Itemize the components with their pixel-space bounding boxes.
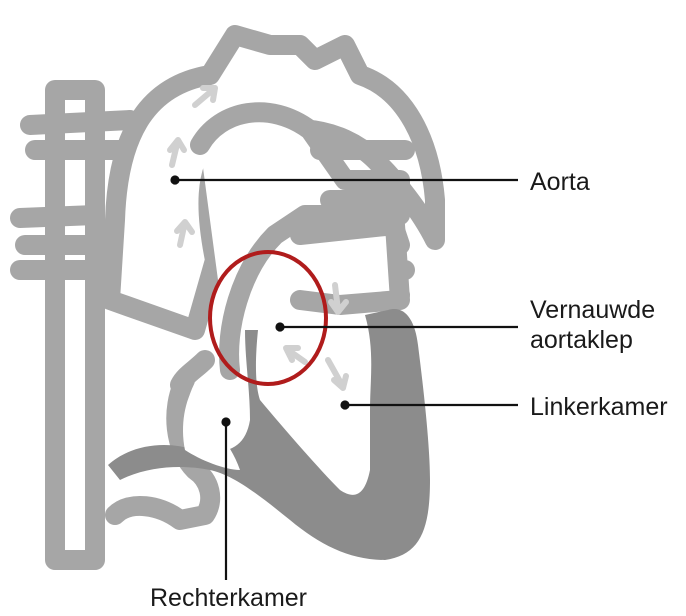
aorta-pointer-dot: [172, 177, 179, 184]
ventricle-muscle: [108, 309, 430, 560]
right-ventricle-pointer-dot: [223, 419, 230, 426]
valve-pointer-dot: [277, 324, 284, 331]
aorta-label: Aorta: [530, 168, 590, 196]
flow-arrow: [286, 348, 305, 362]
right-ventricle-label: Rechterkamer: [150, 584, 307, 612]
left-ventricle-pointer-dot: [342, 402, 349, 409]
septum-and-lv-wall: [108, 309, 430, 560]
valve-label-line2: aortaklep: [530, 326, 633, 354]
flow-arrow: [328, 360, 346, 388]
vena-cava: [55, 90, 95, 560]
left-ventricle-label: Linkerkamer: [530, 393, 668, 421]
valve-label-line1: Vernauwde: [530, 296, 655, 324]
left-atrium: [300, 225, 400, 305]
